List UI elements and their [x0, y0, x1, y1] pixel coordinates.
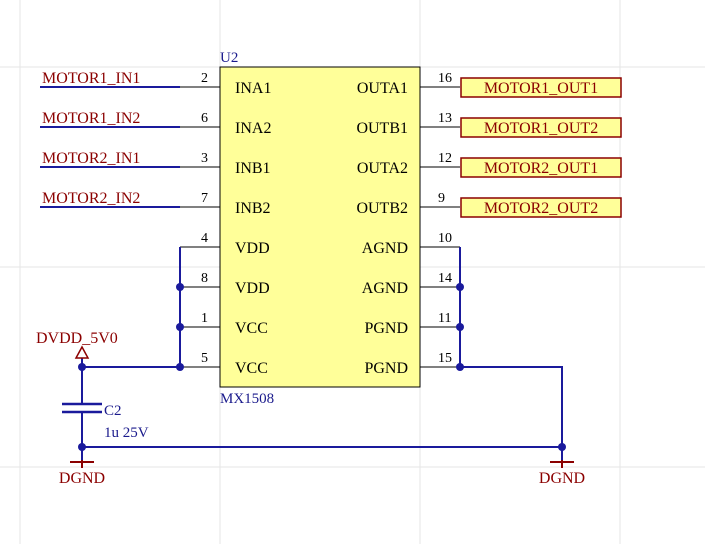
- port-motor1-out2[interactable]: [460, 117, 622, 138]
- net-label-motor2-in2[interactable]: MOTOR2_IN2: [42, 190, 140, 207]
- pin-name: VDD: [235, 240, 270, 257]
- pin-name: OUTA2: [357, 160, 408, 177]
- port-label: MOTOR2_OUT2: [484, 200, 598, 217]
- input-nets: MOTOR1_IN1 MOTOR1_IN2 MOTOR2_IN1 MOTOR2_…: [40, 70, 180, 208]
- pin-name: PGND: [364, 360, 408, 377]
- pin-number: 7: [201, 191, 208, 206]
- ground-symbol-left[interactable]: DGND: [59, 460, 105, 487]
- junction-dot: [558, 443, 566, 451]
- ground-symbol-right[interactable]: DGND: [539, 460, 585, 487]
- junction-dot: [78, 363, 86, 371]
- pin-name: PGND: [364, 320, 408, 337]
- ground-label: DGND: [539, 470, 585, 487]
- pin-number: 9: [438, 191, 445, 206]
- net-label-motor1-in1[interactable]: MOTOR1_IN1: [42, 70, 140, 87]
- pin-name: INB1: [235, 160, 271, 177]
- pin-number: 16: [438, 71, 452, 86]
- pin-number: 10: [438, 231, 452, 246]
- pin-number: 15: [438, 351, 452, 366]
- pin-number: 1: [201, 311, 208, 326]
- pin-number: 2: [201, 71, 208, 86]
- ic-body[interactable]: [219, 66, 421, 388]
- pin-name: OUTB1: [356, 120, 408, 137]
- port-label: MOTOR2_OUT1: [484, 160, 598, 177]
- supply-symbol[interactable]: DVDD_5V0: [36, 330, 118, 359]
- junction-dot: [176, 323, 184, 331]
- junction-dot: [456, 363, 464, 371]
- junction-dot: [78, 443, 86, 451]
- cap-value: 1u 25V: [104, 425, 149, 441]
- pin-name: INA2: [235, 120, 271, 137]
- net-label-motor1-in2[interactable]: MOTOR1_IN2: [42, 110, 140, 127]
- ic-designator[interactable]: U2: [220, 50, 238, 66]
- ground-wiring: [456, 247, 566, 460]
- pin-name: OUTA1: [357, 80, 408, 97]
- junction-dot: [176, 283, 184, 291]
- net-label-motor2-in1[interactable]: MOTOR2_IN1: [42, 150, 140, 167]
- pin-number: 13: [438, 111, 452, 126]
- junction-dot: [176, 363, 184, 371]
- pin-number: 14: [438, 271, 452, 286]
- output-ports: MOTOR1_OUT1 MOTOR1_OUT2 MOTOR2_OUT1 MOTO…: [420, 77, 622, 218]
- port-label: MOTOR1_OUT1: [484, 80, 598, 97]
- pin-name: VCC: [235, 320, 268, 337]
- pin-name: OUTB2: [356, 200, 408, 217]
- pin-number: 3: [201, 151, 208, 166]
- pin-name: VCC: [235, 360, 268, 377]
- pin-name: AGND: [362, 240, 408, 257]
- ic-part-number[interactable]: MX1508: [220, 391, 274, 407]
- pin-number: 5: [201, 351, 208, 366]
- junction-dot: [456, 283, 464, 291]
- pin-name: VDD: [235, 280, 270, 297]
- supply-wiring: [78, 247, 562, 460]
- port-motor2-out2[interactable]: [460, 197, 622, 218]
- right-pin-group: 16OUTA113OUTB112OUTA29OUTB210AGND14AGND1…: [356, 71, 460, 377]
- supply-arrow-icon: [74, 345, 90, 359]
- pin-number: 12: [438, 151, 452, 166]
- port-motor1-out1[interactable]: [460, 77, 622, 98]
- pin-name: AGND: [362, 280, 408, 297]
- cap-designator: C2: [104, 403, 122, 419]
- pin-name: INA1: [235, 80, 271, 97]
- capacitor-c2[interactable]: C2 1u 25V: [62, 402, 149, 441]
- port-label: MOTOR1_OUT2: [484, 120, 598, 137]
- port-motor2-out1[interactable]: [460, 157, 622, 178]
- pgnd-wire[interactable]: [460, 366, 563, 460]
- supply-label: DVDD_5V0: [36, 330, 118, 347]
- pin-number: 11: [438, 311, 451, 326]
- ground-label: DGND: [59, 470, 105, 487]
- pin-name: INB2: [235, 200, 271, 217]
- junction-dot: [456, 323, 464, 331]
- pin-number: 4: [201, 231, 208, 246]
- pin-number: 8: [201, 271, 208, 286]
- pin-number: 6: [201, 111, 208, 126]
